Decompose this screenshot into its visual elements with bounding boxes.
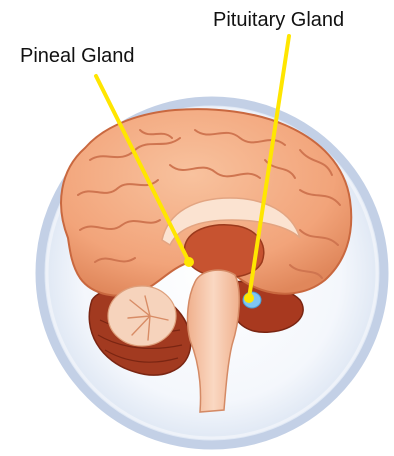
pineal-gland-label: Pineal Gland [20, 46, 135, 66]
arbor-vitae [108, 286, 176, 346]
pituitary-gland [243, 292, 261, 308]
pituitary-gland-label: Pituitary Gland [213, 10, 344, 30]
